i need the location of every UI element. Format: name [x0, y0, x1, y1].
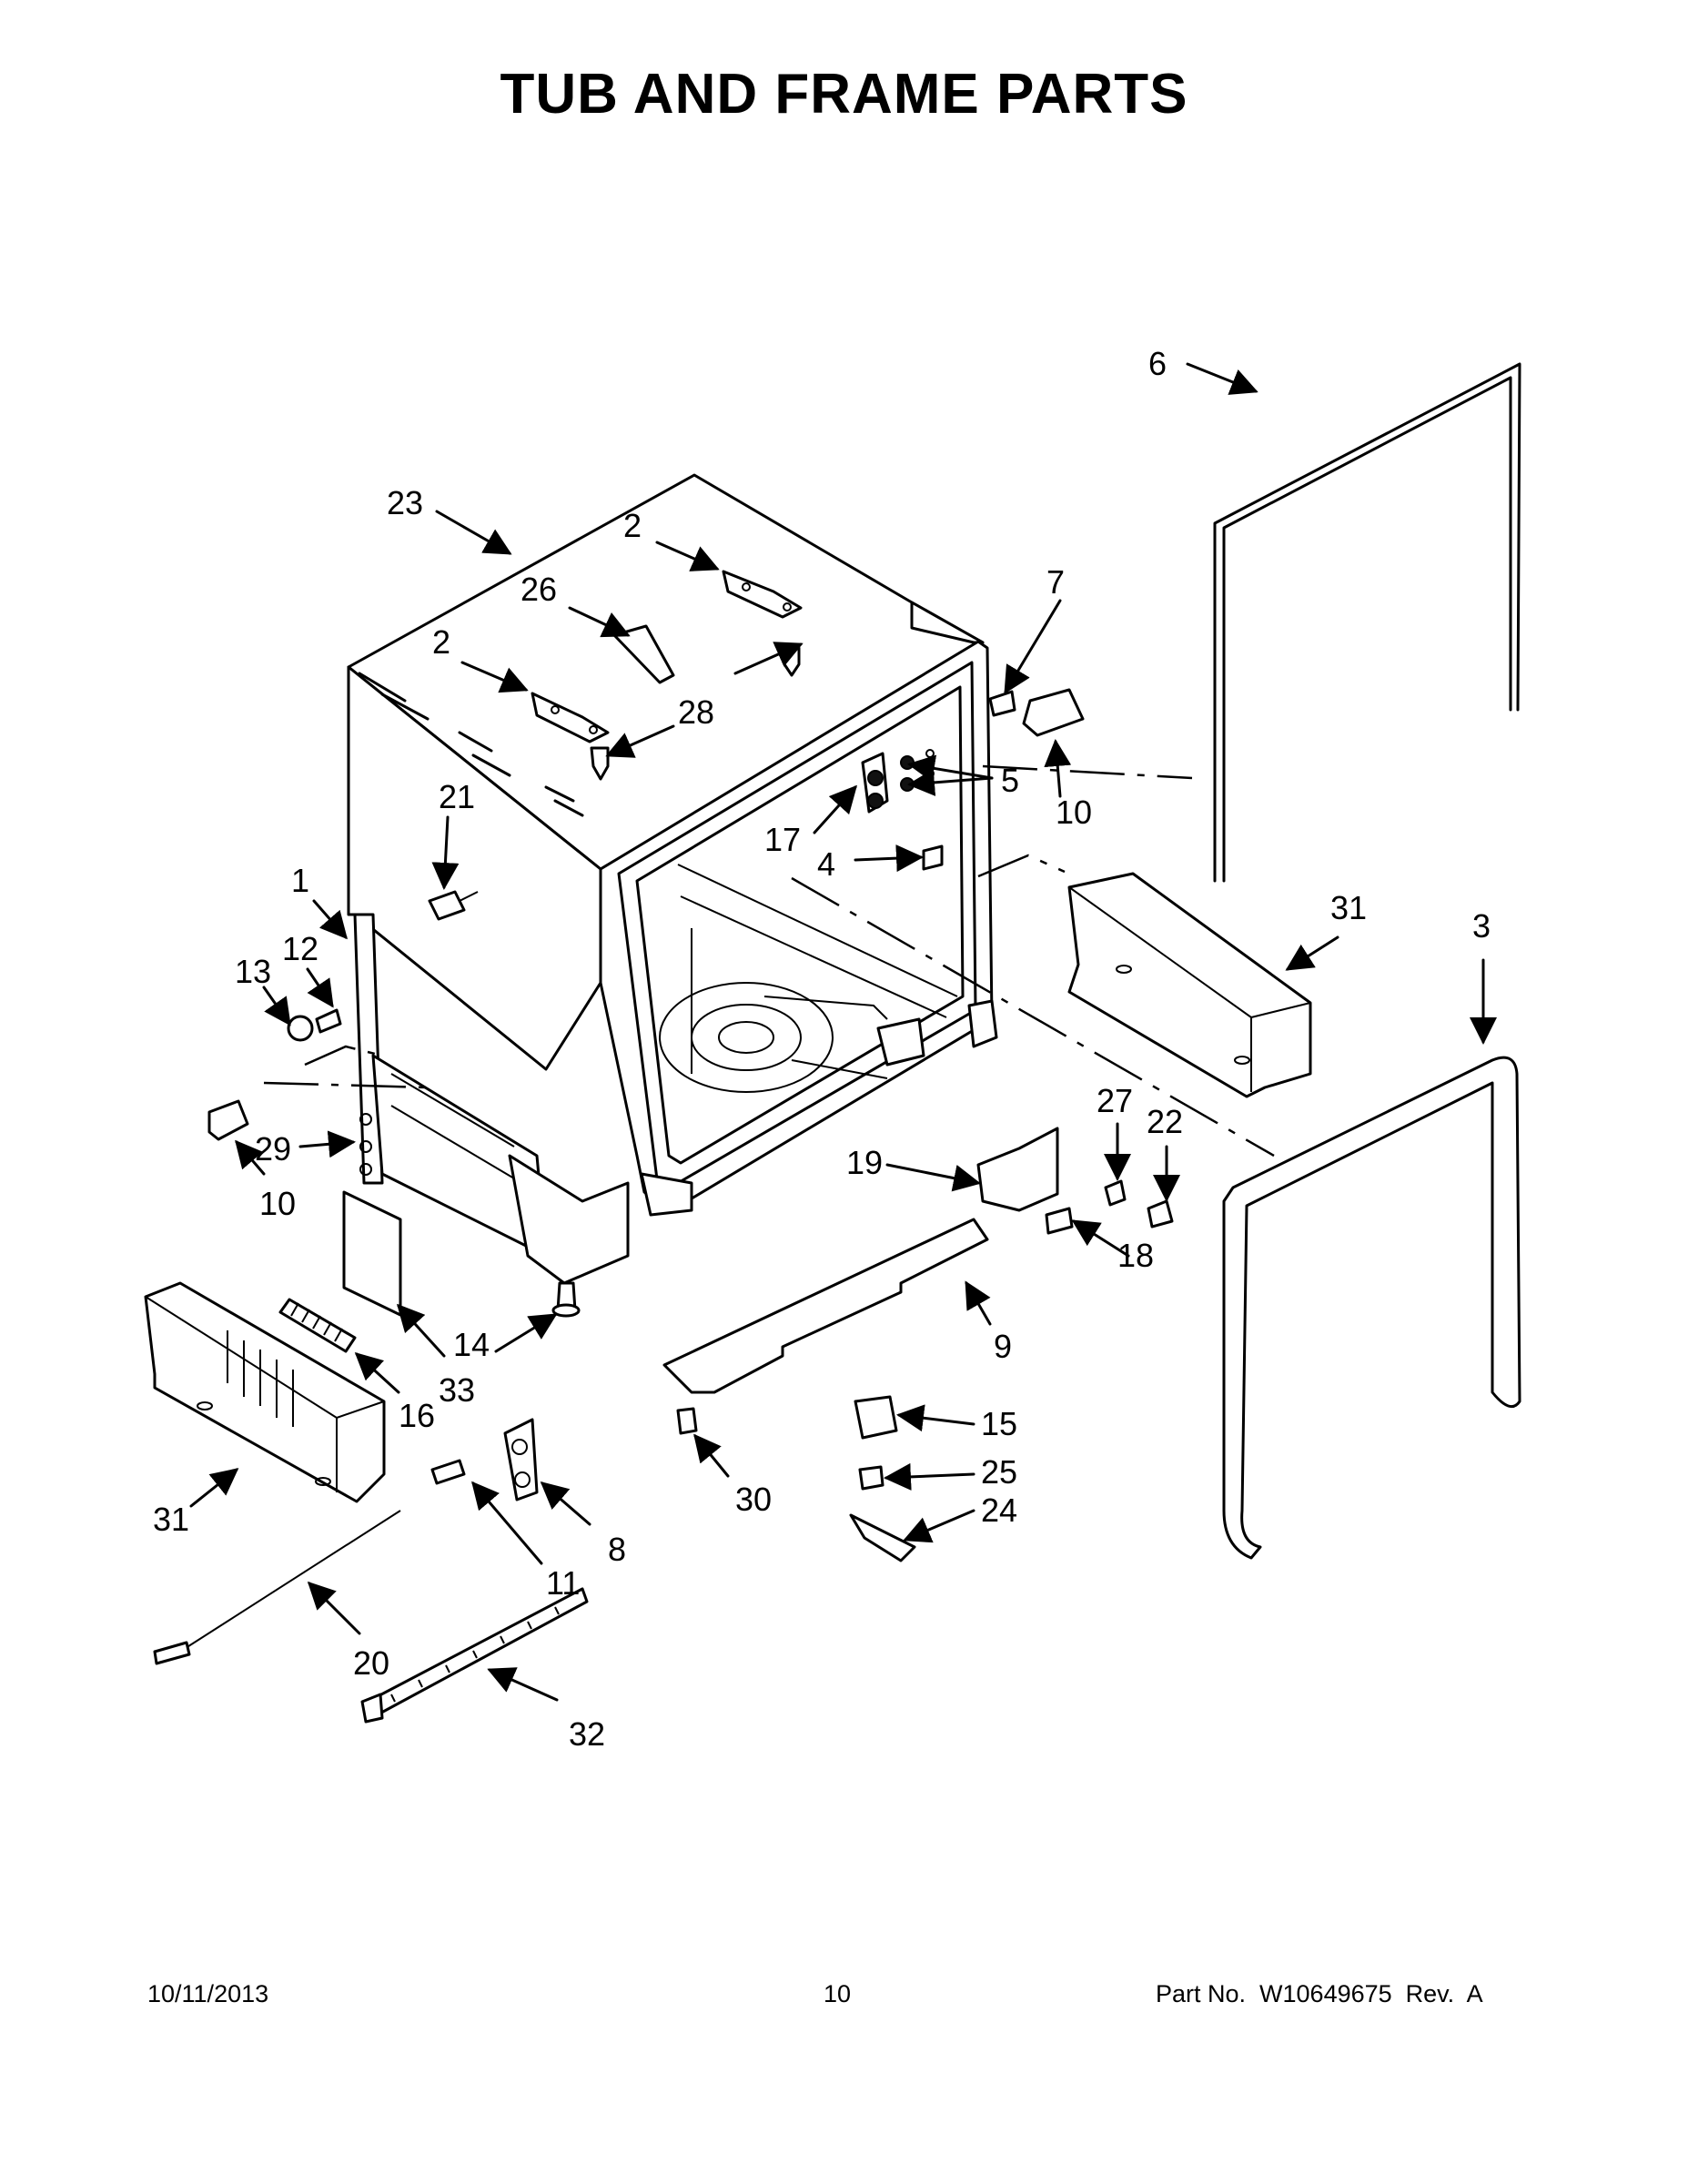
callout-31: 31 — [153, 1501, 189, 1538]
screw-12 — [315, 1008, 342, 1034]
callout-24: 24 — [981, 1491, 1017, 1529]
footer-part-number: Part No. W10649675 Rev. A — [1156, 1980, 1483, 2007]
bracket-10-right — [1022, 688, 1085, 737]
callout-9: 9 — [994, 1328, 1012, 1365]
callout-4: 4 — [817, 845, 835, 883]
callout-12: 12 — [282, 930, 318, 967]
hinge-bracket-2a — [722, 570, 803, 619]
callout-19: 19 — [846, 1144, 883, 1181]
callout-18: 18 — [1117, 1237, 1154, 1274]
label-33 — [342, 1190, 402, 1317]
callout-17: 17 — [764, 821, 801, 858]
callout-25: 25 — [981, 1453, 1017, 1491]
spring-16 — [278, 1298, 357, 1353]
callout-20: 20 — [353, 1644, 389, 1682]
screw-7 — [988, 690, 1016, 717]
footer-page-number: 10 — [824, 1980, 852, 2007]
callout-27: 27 — [1097, 1082, 1133, 1119]
wire-20 — [172, 1510, 401, 1657]
bracket-10-left — [207, 1099, 249, 1141]
tub-gasket-3 — [1222, 1056, 1521, 1560]
part-25 — [858, 1465, 884, 1491]
door-gasket-6 — [1213, 362, 1521, 883]
callout-7: 7 — [1046, 563, 1065, 601]
callout-33: 33 — [439, 1371, 475, 1409]
callout-21: 21 — [439, 778, 475, 815]
panel-31-left — [144, 1281, 386, 1503]
callout-11: 11 — [546, 1564, 580, 1602]
screw-21 — [428, 890, 466, 921]
panel-31-right — [1067, 872, 1312, 1098]
screw-11 — [430, 1459, 466, 1485]
nut-13 — [287, 1015, 314, 1042]
top-hardware — [428, 570, 803, 921]
screw-18 — [1045, 1207, 1074, 1235]
callout-3: 3 — [1472, 907, 1491, 945]
callout-16: 16 — [399, 1397, 435, 1434]
callout-23: 23 — [387, 484, 423, 521]
callout-13: 13 — [235, 953, 271, 990]
foot-30 — [676, 1407, 698, 1435]
callout-5: 5 — [1001, 762, 1019, 799]
bracket-19 — [976, 1127, 1059, 1212]
small-parts-lower — [153, 1127, 1174, 1724]
page-title: TUB AND FRAME PARTS — [500, 63, 1188, 126]
callout-2: 2 — [432, 623, 450, 661]
callout-6: 6 — [1148, 345, 1167, 382]
callout-29: 29 — [255, 1130, 291, 1168]
part-15 — [854, 1395, 898, 1440]
screw-28b — [590, 746, 610, 781]
callout-14: 14 — [453, 1326, 490, 1363]
callout-26: 26 — [521, 571, 557, 608]
washer-27 — [1104, 1179, 1127, 1207]
callout-labels: 23 2 26 2 28 21 1 12 13 29 10 6 7 5 10 1… — [153, 345, 1491, 1753]
callout-15: 15 — [981, 1405, 1017, 1442]
leader-arrows — [189, 362, 1497, 1702]
callout-31: 31 — [1330, 889, 1367, 926]
footer-date: 10/11/2013 — [147, 1980, 269, 2007]
callout-10: 10 — [1056, 794, 1092, 831]
alignment-lines — [263, 764, 1275, 1158]
bracket-24 — [849, 1513, 916, 1562]
callout-2: 2 — [623, 507, 642, 544]
small-parts-left — [207, 1008, 581, 1353]
callout-28: 28 — [678, 693, 714, 731]
shield-9 — [662, 1218, 989, 1394]
callout-30: 30 — [735, 1481, 772, 1518]
clip-26 — [612, 624, 675, 684]
callout-8: 8 — [608, 1531, 626, 1568]
callout-22: 22 — [1147, 1103, 1183, 1140]
callout-1: 1 — [291, 862, 309, 899]
screw-22 — [1147, 1199, 1174, 1228]
callout-10: 10 — [259, 1185, 296, 1222]
callout-32: 32 — [569, 1715, 605, 1753]
